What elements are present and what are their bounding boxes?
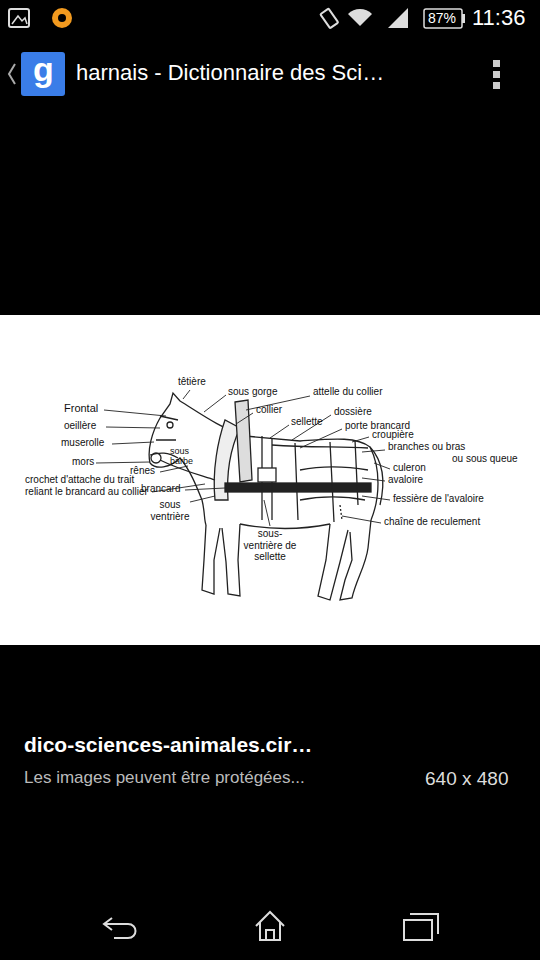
part-label: attelle du collier	[313, 386, 382, 398]
part-label: sous barbe	[170, 446, 194, 467]
source-site: dico-sciences-animales.cir…	[24, 733, 312, 757]
image-size: 640 x 480	[425, 768, 508, 790]
back-chevron	[9, 64, 15, 84]
part-label: sous ventrière	[148, 499, 192, 522]
clock: 11:36	[472, 5, 525, 30]
part-label: avaloire	[388, 474, 423, 486]
page-title: harnais - Dictionnaire des Sci…	[76, 60, 384, 85]
status-icons	[9, 8, 465, 28]
part-label: culeron	[393, 462, 426, 474]
part-label: chaîne de reculement	[384, 516, 480, 528]
part-label: têtière	[178, 376, 206, 388]
part-label: croupière	[372, 429, 414, 441]
part-label: muserolle	[61, 437, 104, 449]
part-label: sous-ventrière de sellette	[240, 528, 300, 563]
harness-drawing	[150, 400, 371, 522]
part-label: crochet d'attache du trait reliant le br…	[25, 474, 149, 497]
part-label: branches ou bras	[388, 441, 465, 453]
copyright-note: Les images peuvent être protégées...	[24, 768, 305, 788]
image-ground	[0, 315, 540, 645]
part-label: sous gorge	[228, 386, 277, 398]
google-letter: g	[33, 50, 54, 89]
leader-lines	[96, 390, 390, 526]
battery-level: 87%	[428, 10, 456, 26]
part-label: fessière de l'avaloire	[393, 493, 484, 505]
part-label: mors	[72, 456, 94, 468]
nav-icons	[104, 912, 438, 940]
part-label: brancard	[141, 483, 180, 495]
menu-dots	[493, 60, 500, 89]
part-label: oeillère	[64, 420, 96, 432]
part-label: ou sous queue	[452, 453, 518, 465]
part-label: collier	[256, 404, 282, 416]
part-label: sellette	[291, 416, 323, 428]
part-label: Frontal	[64, 402, 98, 415]
part-label: dossière	[334, 406, 372, 418]
